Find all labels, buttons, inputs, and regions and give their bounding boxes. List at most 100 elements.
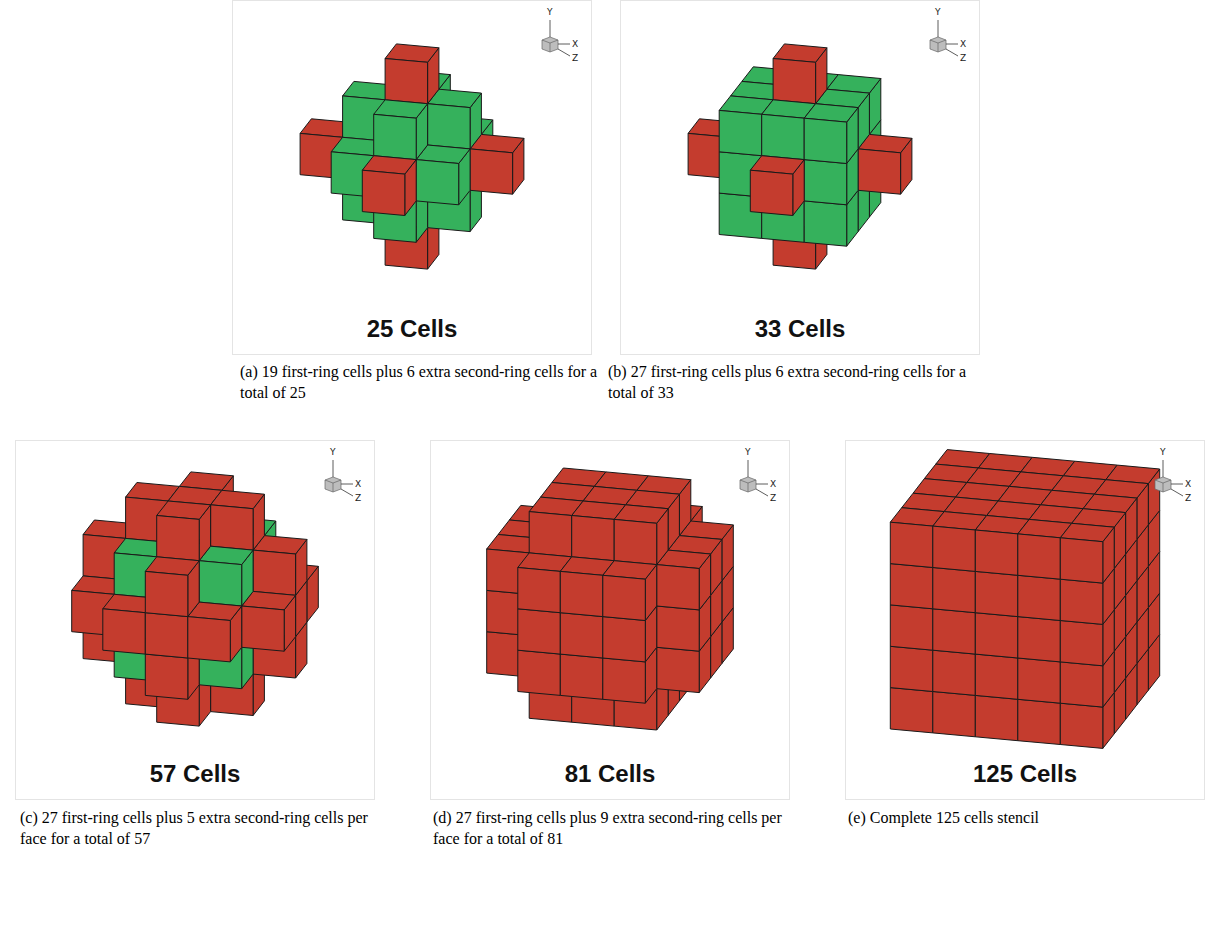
cell-face [657,606,700,651]
cell-face [560,571,603,616]
axis-line [1163,460,1164,477]
cell-face [975,695,1018,740]
axis-line [1171,484,1183,485]
cell-face [1018,617,1061,662]
cell-face [890,646,933,691]
cell-face [145,571,188,616]
axis-label: X [960,40,966,49]
subfigure-caption: (c) 27 first-ring cells plus 5 extra sec… [20,808,382,850]
cell-face [1060,538,1103,583]
axis-line [550,20,551,37]
cell-face [933,692,976,737]
cell-face [1018,534,1061,579]
axis-line [558,44,570,45]
cell-face [804,201,847,246]
cell-face [804,118,847,163]
image-frame [15,440,375,800]
axis-line [946,49,958,56]
axis-label: Y [1160,448,1166,457]
axis-label: X [1185,480,1191,489]
cell-count: 81 Cells [430,760,790,788]
cell-face [933,650,976,695]
axis-cube-edge [1155,480,1171,492]
image-frame [232,0,592,355]
image-frame [620,0,980,355]
axis-line [341,484,353,485]
axis-icon [325,460,353,496]
axis-label: Y [330,448,336,457]
cell-face [374,114,417,159]
axis-cube [1155,477,1171,492]
axis-line [341,489,353,496]
cell-face [890,522,933,567]
cell-face [890,688,933,733]
cell-face [657,647,700,692]
cell-face [975,530,1018,575]
axis-cube [740,477,756,492]
axis-cube-edge [325,480,341,492]
cell-face [614,519,657,564]
axis-cube [325,477,341,492]
cell-face [975,654,1018,699]
cell-face [518,650,561,695]
cell-face [933,609,976,654]
cell-face [385,59,428,104]
cell-face [719,110,762,155]
cell-face [858,149,901,194]
voxel-stencil [688,44,912,269]
cell-face [253,550,296,595]
cell-face [572,516,615,561]
cell-face [560,654,603,699]
cell-count: 33 Cells [620,315,980,343]
cell-face [975,613,1018,658]
axis-label: Z [1185,494,1191,503]
axis-line [938,20,939,37]
subfigure-caption: (e) Complete 125 cells stencil [848,808,1208,829]
axis-icon [542,20,570,56]
axis-line [558,49,570,56]
axis-line [946,44,958,45]
axis-label: X [770,480,776,489]
cell-face [416,160,459,205]
axis-line [756,489,768,496]
cell-face [890,605,933,650]
cell-face [890,564,933,609]
cell-face [145,613,188,658]
cell-face [657,565,700,610]
axis-cube-edge [542,40,558,52]
cell-face [188,617,231,662]
cell-face [603,617,646,662]
cell-face [145,654,188,699]
cell-face [560,613,603,658]
axis-cube-edge [930,40,946,52]
cell-face [773,59,816,104]
cell-count: 25 Cells [232,315,592,343]
voxel-stencil [72,472,319,726]
voxel-stencil [890,450,1159,749]
axis-cube [930,37,946,52]
axis-icon [930,20,958,56]
voxel-stencil [300,44,524,269]
axis-icon [740,460,768,496]
axis-label: Z [572,54,578,63]
cell-face [975,571,1018,616]
cell-face [518,568,561,613]
cell-face [1060,662,1103,707]
axis-line [748,460,749,477]
axis-label: Z [960,54,966,63]
cell-face [529,512,572,557]
cell-face [518,609,561,654]
axis-line [333,460,334,477]
voxel-stencil [487,468,734,730]
axis-label: Y [935,8,941,17]
cell-count: 57 Cells [15,760,375,788]
axis-label: X [572,40,578,49]
cell-face [762,114,805,159]
cell-face [603,658,646,703]
cell-face [804,160,847,205]
cell-face [103,609,146,654]
axis-label: Z [770,494,776,503]
cell-face [157,516,200,561]
image-frame [845,440,1205,800]
